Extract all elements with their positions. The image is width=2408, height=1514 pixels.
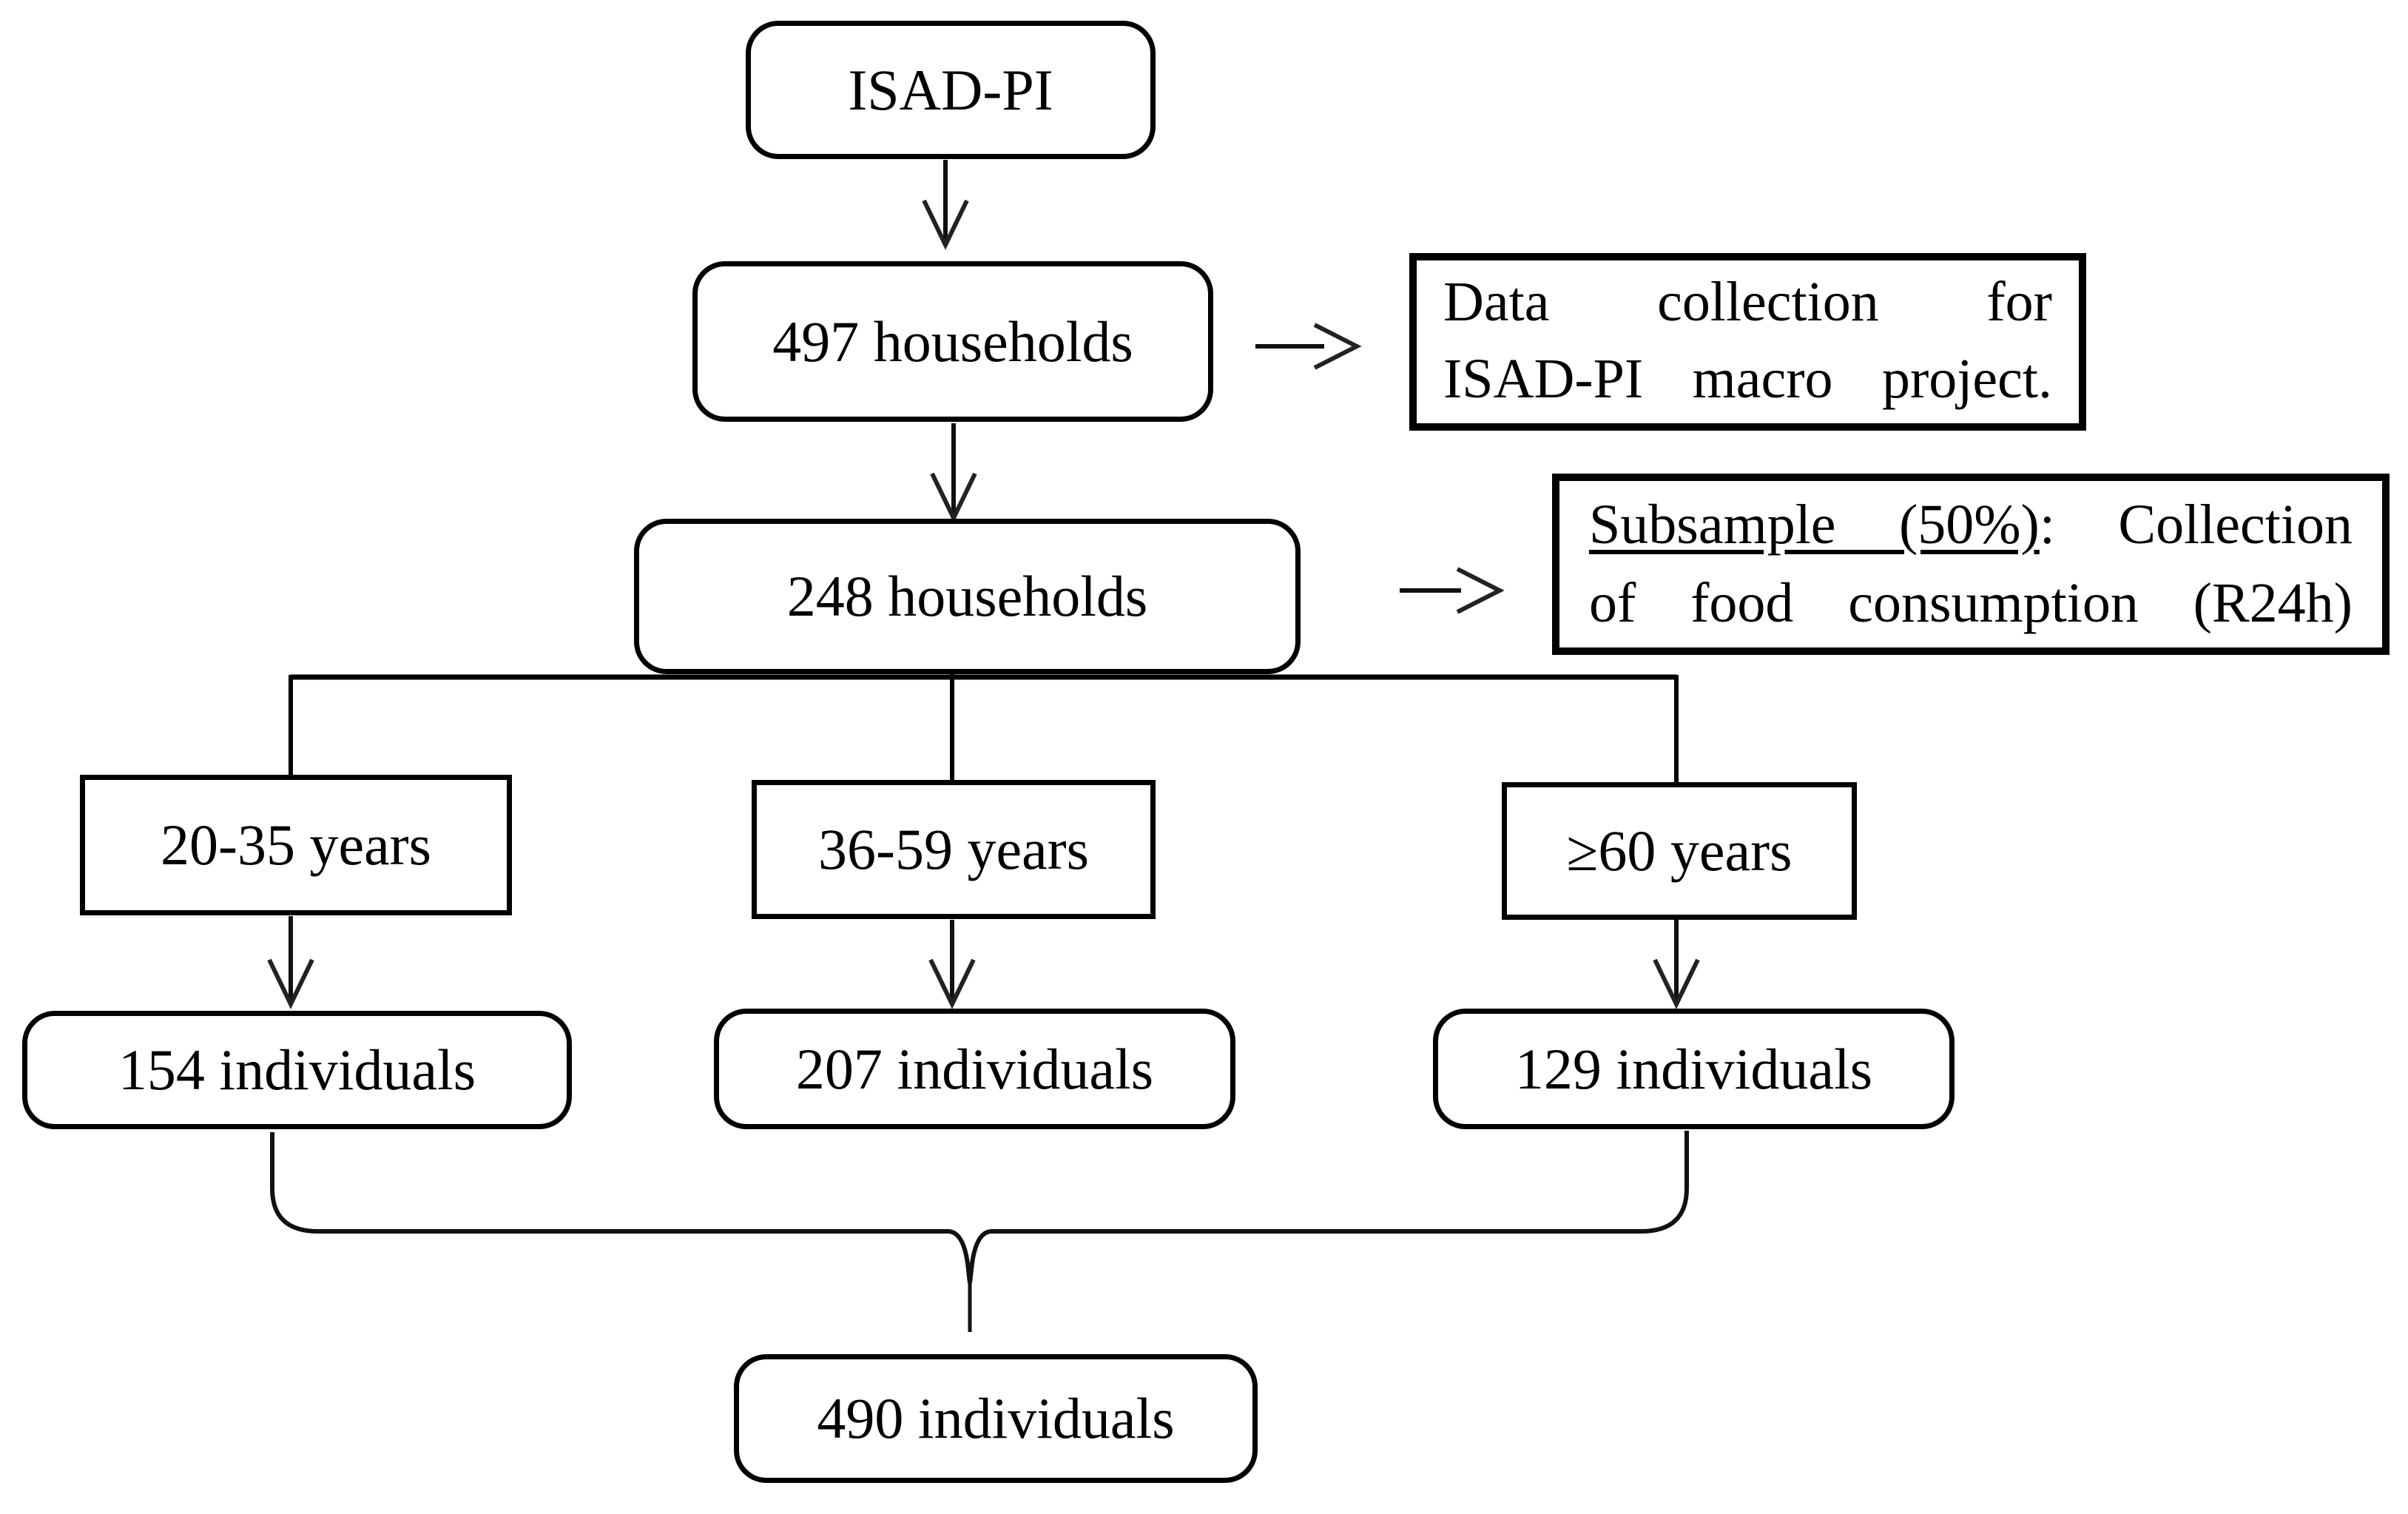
note-subsample-line2: of food consumption (R24h)	[1589, 572, 2353, 634]
merge-left-path	[270, 1132, 972, 1284]
flow-node-age-36-59-label: 36-59 years	[817, 817, 1090, 881]
note-subsample-line1-underlined: Subsample (50%)	[1589, 494, 2040, 556]
flow-node-248-households-label: 248 households	[786, 564, 1148, 628]
flow-node-207-individuals: 207 individuals	[714, 1009, 1235, 1129]
arrow-248-to-note-head	[1456, 567, 1505, 614]
note-subsample-line1-rest: : Collection	[2039, 494, 2353, 556]
arrow-isad-to-497-head	[922, 199, 969, 250]
note-data-collection-line2: ISAD-PI macro project.	[1443, 348, 2052, 410]
flow-node-age-36-59: 36-59 years	[752, 780, 1156, 919]
flow-node-490-individuals-label: 490 individuals	[817, 1386, 1175, 1450]
arrow-497-to-248-head	[930, 472, 977, 523]
arrow-2035-to-154-head	[267, 958, 314, 1009]
flow-node-isad-pi-label: ISAD-PI	[848, 57, 1053, 122]
flow-node-129-individuals-label: 129 individuals	[1514, 1036, 1873, 1101]
flow-node-isad-pi: ISAD-PI	[746, 21, 1156, 159]
arrow-497-to-note-head	[1313, 323, 1362, 370]
flow-node-154-individuals-label: 154 individuals	[118, 1037, 476, 1102]
flow-node-154-individuals: 154 individuals	[22, 1011, 572, 1129]
flow-node-207-individuals-label: 207 individuals	[795, 1036, 1154, 1101]
flow-node-129-individuals: 129 individuals	[1433, 1009, 1955, 1129]
flow-node-497-households-label: 497 households	[772, 309, 1133, 374]
merge-right-path	[968, 1131, 1689, 1284]
flow-node-age-60-plus: ≥60 years	[1502, 782, 1857, 920]
note-data-collection: Data collection for ISAD-PI macro projec…	[1409, 253, 2086, 431]
note-subsample: Subsample (50%): Collection of food cons…	[1552, 474, 2390, 655]
flow-node-age-20-35-label: 20-35 years	[160, 812, 432, 877]
flow-node-age-60-plus-label: ≥60 years	[1566, 818, 1792, 883]
note-subsample-line1: Subsample (50%): Collection	[1589, 485, 2353, 564]
arrow-60-to-129-head	[1653, 958, 1700, 1009]
flow-node-490-individuals: 490 individuals	[734, 1354, 1258, 1483]
note-data-collection-line1: Data collection for	[1443, 271, 2052, 333]
flow-node-age-20-35: 20-35 years	[80, 775, 512, 915]
arrow-3659-to-207-head	[928, 958, 976, 1009]
flow-node-497-households: 497 households	[692, 261, 1213, 422]
flow-node-248-households: 248 households	[634, 519, 1301, 674]
